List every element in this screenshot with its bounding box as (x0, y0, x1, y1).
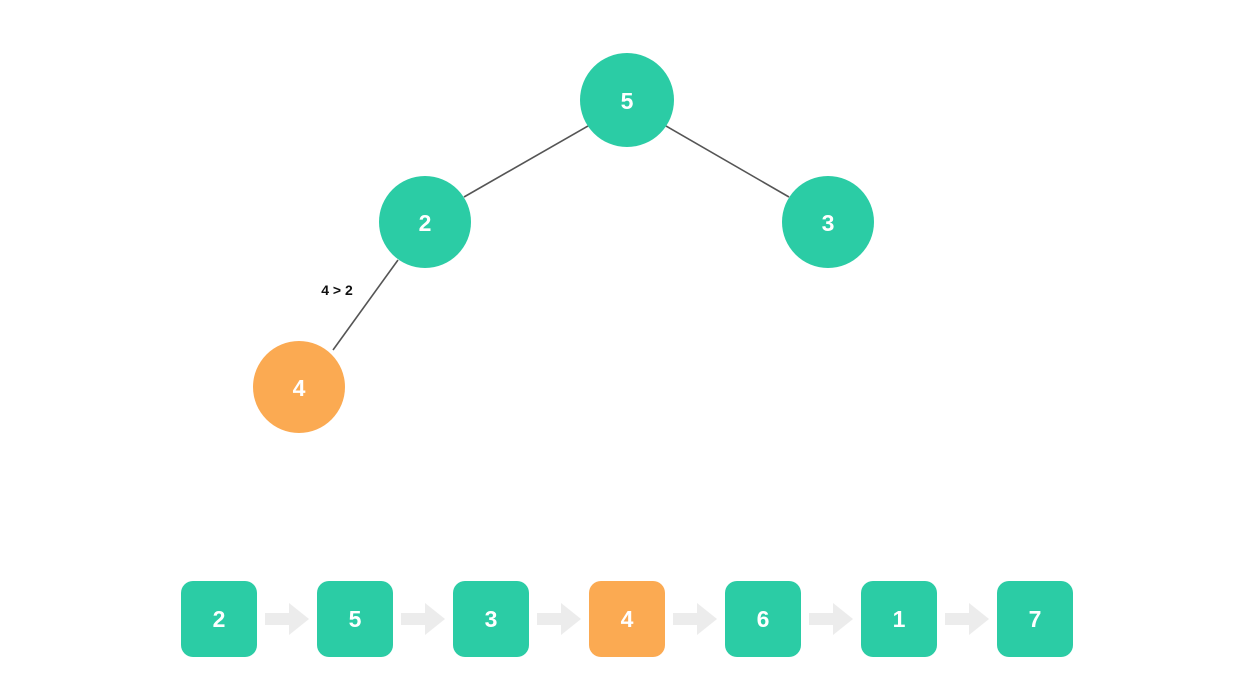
tree-node-label: 3 (822, 210, 835, 236)
tree-node-label: 4 (293, 375, 306, 401)
right-arrow-icon (393, 581, 453, 657)
tree-node-label: 2 (419, 210, 432, 236)
tree-node-group: 5 2 3 4 (253, 53, 874, 433)
binary-search-tree-diagram: 5 2 3 4 4 > 2 (253, 53, 874, 433)
right-arrow-icon (937, 581, 997, 657)
tree-node[interactable]: 3 (782, 176, 874, 268)
tree-node-circle[interactable] (580, 53, 674, 147)
right-arrow-icon (529, 581, 589, 657)
tree-node[interactable]: 5 (580, 53, 674, 147)
tree-node-circle[interactable] (253, 341, 345, 433)
tree-edge (332, 259, 399, 351)
sequence-item[interactable]: 4 (589, 581, 665, 657)
edge-comparison-label: 4 > 2 (321, 282, 353, 298)
tree-edge (665, 125, 790, 198)
sequence-item[interactable]: 5 (317, 581, 393, 657)
sequence-item[interactable]: 7 (997, 581, 1073, 657)
tree-edge-group (332, 125, 790, 351)
right-arrow-icon (665, 581, 725, 657)
tree-node[interactable]: 4 (253, 341, 345, 433)
tree-node-label: 5 (621, 88, 634, 114)
sequence-item[interactable]: 3 (453, 581, 529, 657)
sequence-item[interactable]: 6 (725, 581, 801, 657)
right-arrow-icon (257, 581, 317, 657)
tree-edge (463, 125, 589, 198)
sequence-item[interactable]: 2 (181, 581, 257, 657)
tree-node-circle[interactable] (379, 176, 471, 268)
tree-node-circle[interactable] (782, 176, 874, 268)
sequence-item[interactable]: 1 (861, 581, 937, 657)
tree-node[interactable]: 2 (379, 176, 471, 268)
right-arrow-icon (801, 581, 861, 657)
tree-annotation-group: 4 > 2 (321, 282, 353, 298)
